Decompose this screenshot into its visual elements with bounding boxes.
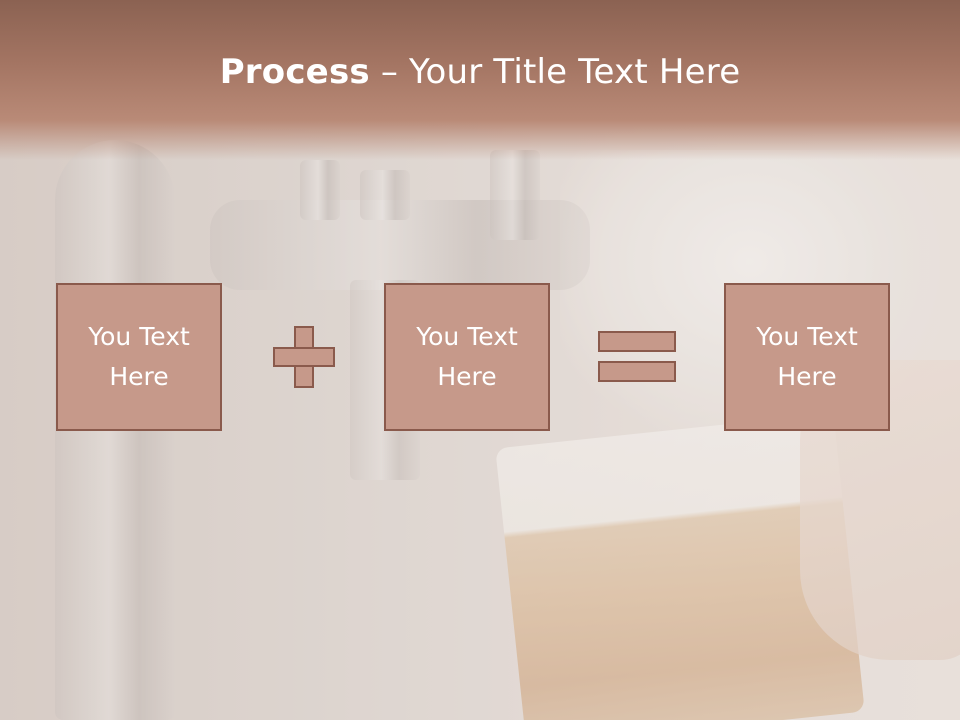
title-rest: – Your Title Text Here (369, 52, 741, 92)
process-box-1: You Text Here (56, 283, 222, 431)
equals-icon (598, 331, 676, 383)
process-box-1-text: You Text Here (88, 322, 190, 391)
title-bar (0, 0, 960, 160)
slide-title: Process – Your Title Text Here (0, 52, 960, 92)
process-box-2: You Text Here (384, 283, 550, 431)
process-box-3-text: You Text Here (756, 322, 858, 391)
process-box-2-text: You Text Here (416, 322, 518, 391)
plus-icon (273, 326, 335, 388)
title-bold: Process (219, 52, 370, 92)
process-box-3: You Text Here (724, 283, 890, 431)
